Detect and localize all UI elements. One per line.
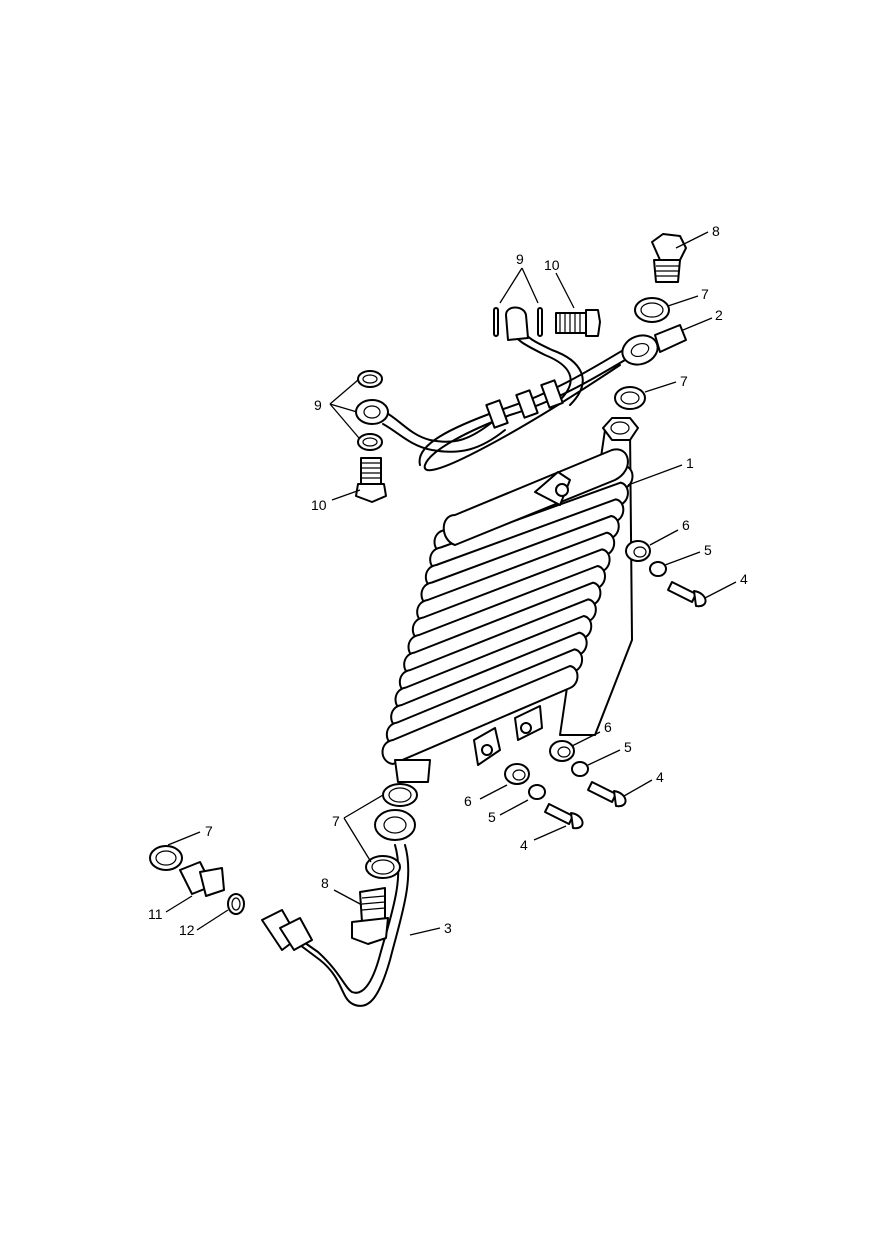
callout-7-mid: 7 (680, 373, 688, 389)
callout-10-top: 10 (544, 257, 560, 273)
sealing-washers (357, 297, 670, 451)
callout-6-left: 6 (464, 793, 472, 809)
lower-oil-hose (261, 783, 418, 1007)
callout-3: 3 (444, 920, 452, 936)
callout-1: 1 (686, 455, 694, 471)
mount-hardware-bottom-right (549, 740, 627, 808)
callout-2: 2 (715, 307, 723, 323)
callout-4-top: 4 (740, 571, 748, 587)
callout-9-left: 9 (314, 397, 322, 413)
callout-6-right: 6 (604, 719, 612, 735)
callout-5-right: 5 (624, 739, 632, 755)
callout-6-top: 6 (682, 517, 690, 533)
callout-12: 12 (179, 922, 195, 938)
callout-8-top: 8 (712, 223, 720, 239)
callout-7-lower: 7 (332, 813, 340, 829)
adapter-fitting (149, 845, 245, 915)
callout-4-right: 4 (656, 769, 664, 785)
callout-11: 11 (148, 906, 163, 922)
callout-7-top: 7 (701, 286, 709, 302)
callout-5-top: 5 (704, 542, 712, 558)
callout-7-left: 7 (205, 823, 213, 839)
callout-10-left: 10 (311, 497, 327, 513)
oil-cooler (381, 417, 639, 783)
callout-9-top: 9 (516, 251, 524, 267)
callout-labels: 1 2 3 4 4 4 5 5 5 6 6 6 7 7 7 7 8 8 9 9 … (148, 223, 748, 938)
banjo-bolt-lower (351, 887, 389, 945)
callout-4-left: 4 (520, 837, 528, 853)
callout-8-lower: 8 (321, 875, 329, 891)
cooler-fin (381, 665, 579, 765)
leader-lines (165, 231, 737, 936)
banjo-bolt-upper (555, 309, 601, 337)
upper-oil-hose (382, 306, 687, 472)
banjo-bolt-left (355, 457, 387, 503)
banjo-bolt-top-right (651, 233, 687, 283)
mount-hardware-top (625, 540, 707, 608)
callout-5-left: 5 (488, 809, 496, 825)
mount-hardware-bottom-left (504, 763, 584, 830)
left-banjo-fitting (355, 399, 389, 425)
